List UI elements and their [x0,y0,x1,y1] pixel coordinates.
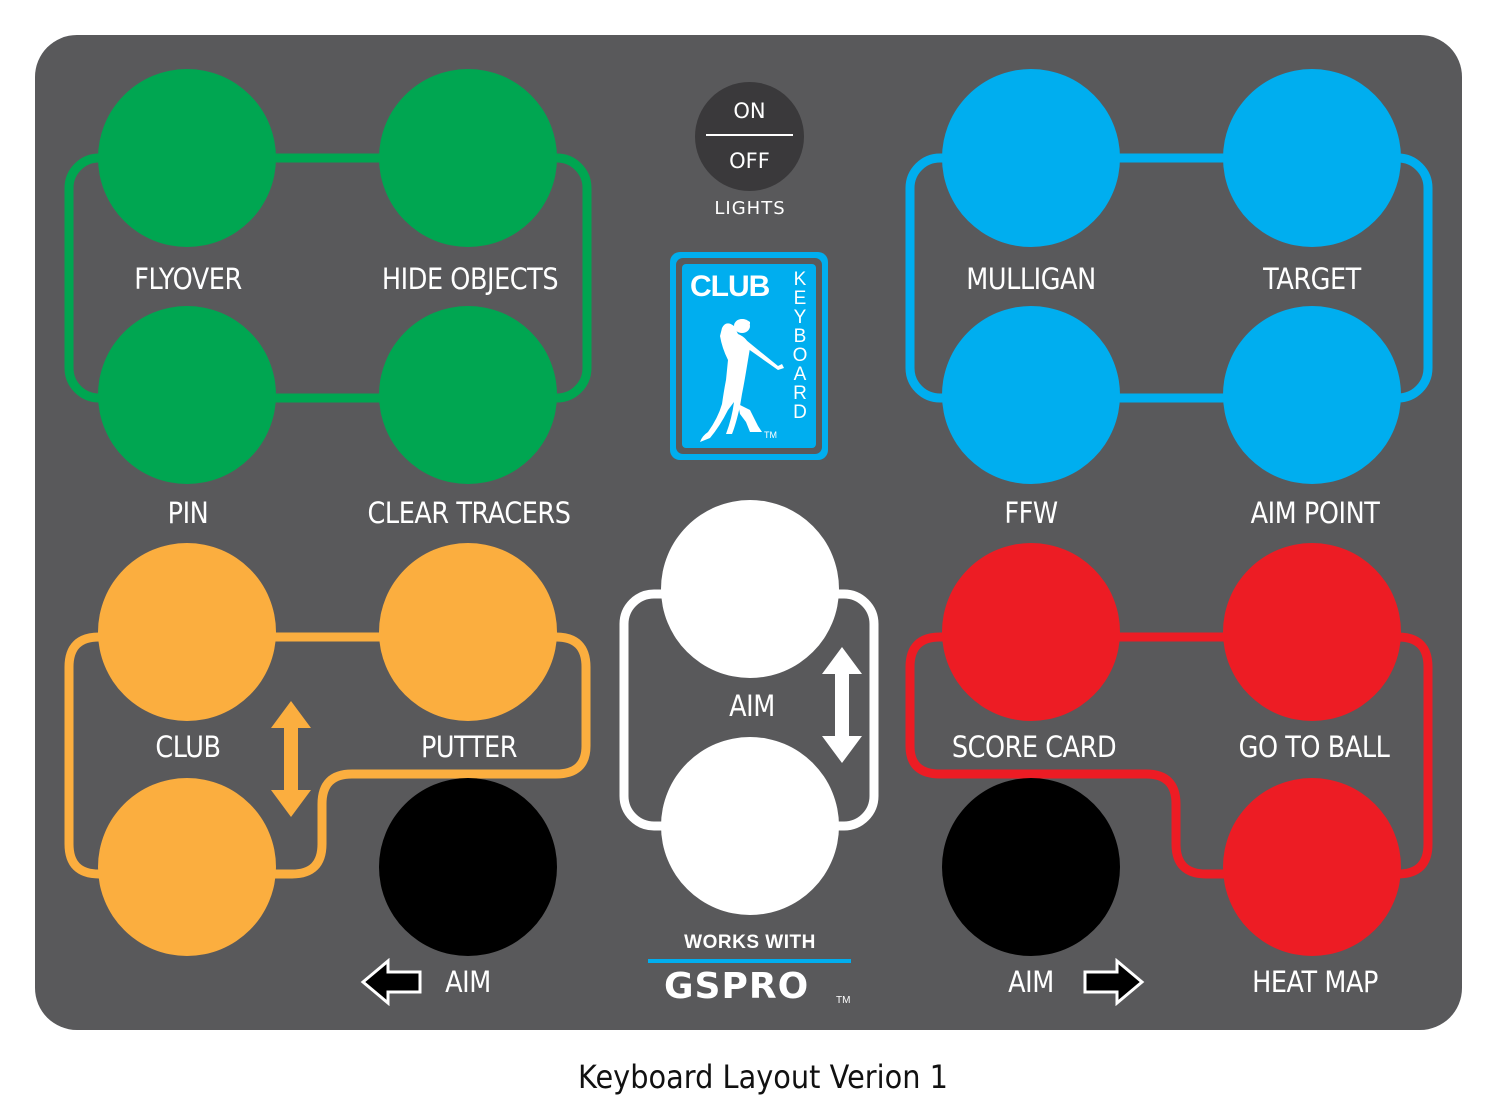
label-flyover: FLYOVER [134,262,242,296]
label-heat-map: HEAT MAP [1252,965,1378,999]
layout-caption: Keyboard Layout Verion 1 [578,1058,948,1096]
works-with-label: WORKS WITH [684,932,816,953]
key-clear-tracers[interactable] [379,306,557,484]
gspro-logo-text: GSPRO [664,966,810,1007]
label-aim-right: AIM [1008,965,1054,999]
logo-club-text: CLUB [690,270,770,303]
key-aim-up[interactable] [661,500,839,678]
label-club: CLUB [155,730,221,764]
logo-letter: D [793,402,807,423]
logo-keyboard-vertical-text: K E Y B O A R D [790,270,810,422]
lights-caption: LIGHTS [714,198,786,219]
logo-letter: O [792,345,808,366]
logo-letter: A [793,364,807,385]
key-putter[interactable] [379,543,557,721]
key-score-card[interactable] [942,543,1120,721]
lights-off-label: OFF [729,149,770,173]
key-heat-map[interactable] [1223,778,1401,956]
logo-panel: CLUB K E Y B O A R D TM [682,264,816,448]
label-clear-tracers: CLEAR TRACERS [367,496,571,530]
label-go-to-ball: GO TO BALL [1238,730,1390,764]
logo-letter: B [793,326,807,347]
logo-letter: Y [793,307,807,328]
label-aim-point: AIM POINT [1250,496,1380,530]
works-with-divider [648,959,851,963]
label-pin: PIN [167,496,209,530]
lights-toggle-button[interactable]: ON OFF [695,82,804,191]
up-down-arrow-icon [271,701,311,817]
key-mulligan[interactable] [942,69,1120,247]
lights-on-label: ON [733,99,766,123]
up-down-arrow-icon [822,647,862,763]
label-ffw: FFW [1004,496,1058,530]
key-aim-down[interactable] [661,737,839,915]
logo-trademark: TM [764,430,777,440]
label-mulligan: MULLIGAN [966,262,1096,296]
left-arrow-icon [360,958,422,1006]
key-ffw[interactable] [942,306,1120,484]
key-club[interactable] [98,543,276,721]
label-aim-vertical: AIM [729,689,775,723]
label-target: TARGET [1263,262,1361,296]
logo-letter: R [793,383,807,404]
label-score-card: SCORE CARD [951,730,1117,764]
key-pin[interactable] [98,306,276,484]
key-aim-point[interactable] [1223,306,1401,484]
key-club-down[interactable] [98,778,276,956]
golfer-swing-icon [700,319,784,442]
label-aim-left: AIM [445,965,491,999]
key-go-to-ball[interactable] [1223,543,1401,721]
key-aim-left[interactable] [379,778,557,956]
key-target[interactable] [1223,69,1401,247]
key-hide-objects[interactable] [379,69,557,247]
gspro-trademark: TM [836,995,851,1006]
label-hide-objects: HIDE OBJECTS [381,262,559,296]
label-putter: PUTTER [420,730,518,764]
key-aim-right[interactable] [942,778,1120,956]
logo-letter: K [793,269,807,290]
right-arrow-icon [1083,958,1145,1006]
lights-divider [706,134,793,136]
logo-letter: E [793,288,807,309]
key-flyover[interactable] [98,69,276,247]
